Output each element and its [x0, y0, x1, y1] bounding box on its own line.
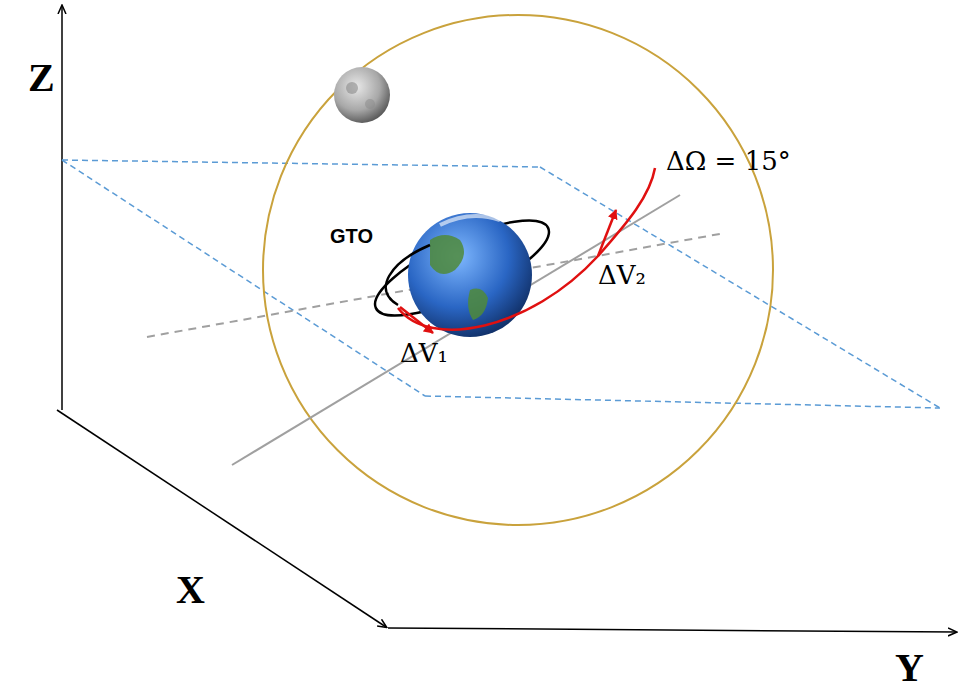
impulse-label: ΔV₁	[400, 340, 448, 366]
impulse-label: ΔV₂	[598, 262, 646, 288]
angle-label: ΔΩ = 15°	[666, 148, 791, 174]
axis-label: Z	[28, 58, 55, 98]
axis-label: X	[176, 570, 205, 610]
axis-label: Y	[895, 648, 924, 688]
orbit-label: GTO	[330, 226, 373, 246]
